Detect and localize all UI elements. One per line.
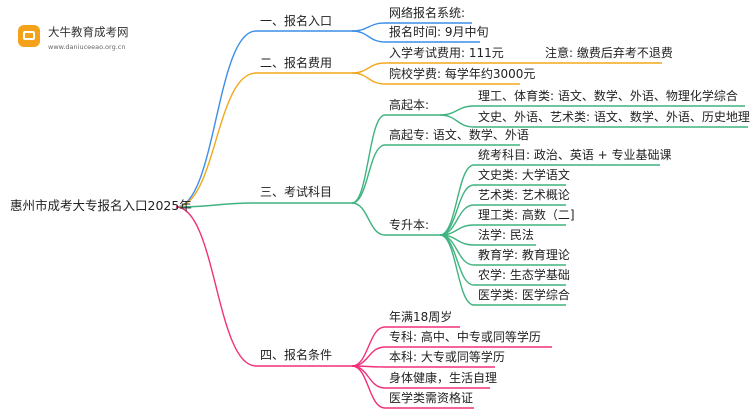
connector-root-b1 — [175, 30, 257, 208]
brand-url: www.daniuceeao.org.cn — [48, 43, 126, 51]
connector-b3-gqz — [351, 144, 386, 204]
b4-item-age: 年满18周岁 — [389, 310, 453, 324]
connector-root-b3 — [175, 202, 257, 208]
b4-item-bachelor: 本科: 大专或同等学历 — [389, 350, 505, 364]
b1-item-registration-time: 报名时间: 9月中旬 — [389, 25, 489, 39]
b3-zsb-law: 法学: 民法 — [478, 228, 534, 242]
root-topic: 惠州市成考大专报名入口2025年 — [10, 198, 192, 213]
b3-zsb-science: 理工类: 高数（二] — [478, 208, 575, 222]
b3-gaoqiben-label: 高起本: — [389, 98, 430, 112]
b2-exam-fee: 入学考试费用: 111元 — [389, 46, 504, 60]
b3-gaoqizhuan: 高起专: 语文、数学、外语 — [389, 128, 529, 142]
connector-gqb-sub-0 — [439, 105, 475, 116]
connector-b1-child-1 — [351, 30, 386, 43]
b3-zsb-unified-subjects: 统考科目: 政治、英语 + 专业基础课 — [478, 148, 672, 162]
brand-title: 大牛教育成考网 — [48, 25, 129, 39]
connector-root-b2 — [175, 72, 257, 208]
connector-b2-tuition — [351, 72, 386, 85]
b3-gaoqiben-science: 理工、体育类: 语文、数学、外语、物理化学综合 — [478, 89, 738, 103]
connector-root-b4 — [175, 206, 257, 367]
b3-zsb-medicine: 医学类: 医学综合 — [478, 288, 570, 302]
connector-b4-child-3 — [351, 365, 386, 389]
connector-b4-child-1 — [351, 346, 386, 367]
connector-b3-zsb — [351, 202, 386, 236]
connector-gqb-sub-1 — [439, 114, 475, 128]
b3-zsb-education: 教育学: 教育理论 — [478, 248, 570, 262]
connector-b1-child-0 — [351, 22, 386, 32]
branch-exam-subjects: 三、考试科目 — [260, 185, 333, 199]
b3-zhuanshengben-label: 专升本: — [389, 218, 430, 232]
connector-b4-child-0 — [351, 326, 386, 367]
b4-item-health: 身体健康，生活自理 — [389, 371, 498, 385]
b2-tuition-fee: 院校学费: 每学年约3000元 — [389, 67, 536, 81]
b1-item-online-system: 网络报名系统: — [389, 6, 466, 20]
branch-registration-entry: 一、报名入口 — [260, 14, 333, 28]
b4-item-junior-college: 专科: 高中、中专或同等学历 — [389, 330, 541, 344]
b4-item-medical-certificate: 医学类需资格证 — [389, 391, 474, 405]
connector-b4-child-4 — [351, 365, 386, 409]
branch-registration-fee: 二、报名费用 — [260, 56, 333, 70]
b3-zsb-art: 艺术类: 艺术概论 — [478, 188, 570, 202]
connector-zsb-sub-6 — [439, 234, 475, 286]
connector-zsb-sub-1 — [439, 184, 475, 236]
connector-b2-exam-fee — [351, 62, 386, 74]
connector-zsb-sub-7 — [439, 234, 475, 306]
connector-zsb-sub-0 — [439, 164, 475, 236]
brand-logo: 大牛教育成考网 www.daniuceeao.org.cn — [6, 12, 156, 51]
book-icon — [18, 25, 40, 47]
connector-b3-gqb — [351, 114, 386, 204]
b2-exam-fee-note: 注意: 缴费后弃考不退费 — [545, 46, 673, 60]
branch-registration-conditions: 四、报名条件 — [260, 348, 333, 362]
b3-zsb-agriculture: 农学: 生态学基础 — [478, 268, 570, 282]
b3-zsb-liberal-arts: 文史类: 大学语文 — [478, 168, 570, 182]
b3-gaoqiben-arts: 文史、外语、艺术类: 语文、数学、外语、历史地理综合 — [478, 110, 750, 124]
